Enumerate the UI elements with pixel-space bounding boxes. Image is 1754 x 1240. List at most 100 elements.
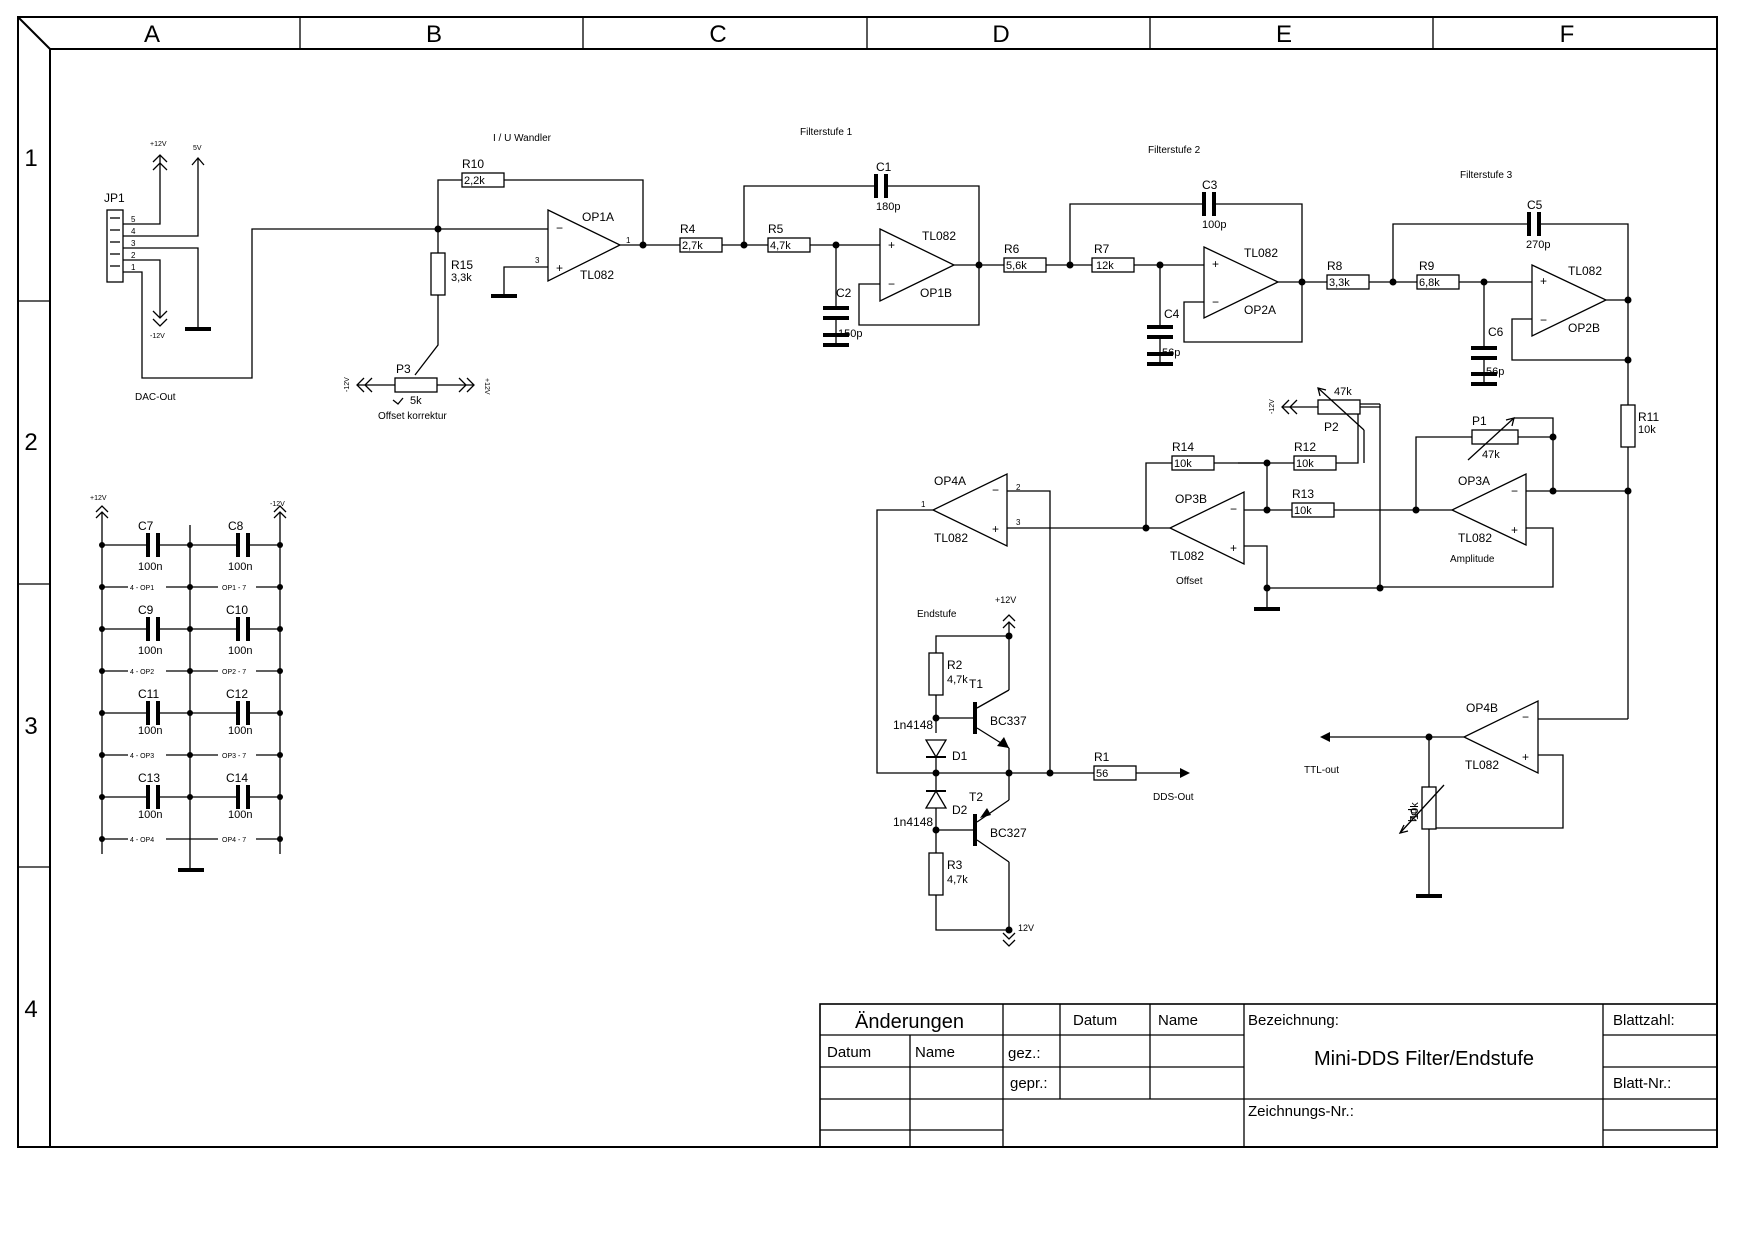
ttl-comparator-stage: − + OP4B TL082 TTL-out P4 10k (1304, 699, 1628, 898)
transistor-name: T2 (969, 790, 983, 804)
cap-name: C10 (226, 603, 248, 617)
cap-name: C5 (1527, 198, 1543, 212)
designation-title: Mini-DDS Filter/Endstufe (1314, 1048, 1534, 1070)
power-label: +12V (90, 495, 107, 502)
designation-label: Bezeichnung: (1248, 1012, 1339, 1029)
filter-stage-3: Filterstufe 3 R8 3,3k R9 6,8k C5 270p C6… (1326, 170, 1659, 719)
opamp-type: TL082 (1458, 531, 1492, 545)
opamp-name: OP3A (1458, 474, 1490, 488)
cap-value: 56p (1486, 366, 1504, 378)
decoupling-row: C13 100n C14 100n 4 - OP4 OP4 - 7 (99, 771, 283, 844)
row-label: 3 (24, 713, 37, 740)
section-note: Offset korrektur (378, 411, 447, 422)
column-label: C (709, 21, 726, 48)
svg-text:+: + (556, 261, 563, 275)
connector-name: JP1 (104, 191, 125, 205)
diode-type: 1n4148 (893, 815, 933, 829)
pot-name: P3 (396, 362, 411, 376)
diode-name: D1 (952, 749, 968, 763)
svg-text:−: − (556, 221, 563, 235)
section-note: Offset (1176, 576, 1203, 587)
resistor-value: 10k (1296, 458, 1314, 470)
resistor-value: 56 (1096, 768, 1108, 780)
cap-name: C7 (138, 519, 154, 533)
resistor-name: R6 (1004, 242, 1020, 256)
resistor-name: R4 (680, 222, 696, 236)
changes-heading: Änderungen (855, 1011, 964, 1033)
cap-name: C6 (1488, 325, 1504, 339)
pin-label: OP2 - 7 (222, 669, 246, 676)
resistor-name: R7 (1094, 242, 1110, 256)
pin-number: 3 (131, 239, 136, 248)
pot-value: 10k (1409, 802, 1421, 820)
power-label: +12V (483, 378, 490, 395)
filter-stage-2: Filterstufe 2 R6 5,6k R7 12k C3 100p C4 … (1003, 145, 1327, 366)
connector-label: DAC-Out (135, 392, 176, 403)
cap-name: C11 (138, 687, 159, 701)
cap-name: C2 (836, 286, 852, 300)
resistor-value: 12k (1096, 260, 1114, 272)
pin-number: 1 (626, 236, 631, 245)
name-column: Name (915, 1044, 955, 1061)
power-label: -12V (270, 501, 285, 508)
resistor-name: R13 (1292, 487, 1314, 501)
pot-value: 5k (410, 395, 422, 407)
resistor-value: 4,7k (947, 674, 968, 686)
resistor-value: 10k (1638, 424, 1656, 436)
decoupling-row: C9 100n C10 100n 4 - OP2 OP2 - 7 (99, 603, 283, 676)
pin-label: 4 - OP3 (130, 753, 154, 760)
power-label: 5V (193, 145, 202, 152)
column-label: A (144, 21, 160, 48)
svg-text:+: + (1212, 257, 1219, 271)
power-label: -12V (1269, 399, 1276, 414)
power-label: -12V (344, 377, 351, 392)
pin-number: 2 (1016, 483, 1021, 492)
pin-number: 5 (131, 215, 136, 224)
resistor-name: R2 (947, 658, 963, 672)
opamp-name: OP3B (1175, 492, 1207, 506)
pot-name: P4 (1405, 808, 1419, 823)
decoupling-row: C11 100n C12 100n 4 - OP3 OP3 - 7 (99, 687, 283, 760)
resistor-value: 3,3k (451, 272, 472, 284)
pot-value: 47k (1482, 449, 1500, 461)
output-label: TTL-out (1304, 765, 1339, 776)
opamp-name: OP2B (1568, 321, 1600, 335)
date-header: Datum (1073, 1012, 1117, 1029)
pin-label: 4 - OP4 (130, 837, 154, 844)
cap-name: C3 (1202, 178, 1218, 192)
cap-name: C13 (138, 771, 160, 785)
svg-text:+: + (1511, 523, 1518, 537)
resistor-name: R11 (1638, 410, 1659, 424)
svg-text:−: − (1522, 710, 1529, 724)
decoupling-caps: +12V -12V C7 100n C8 100n 4 - OP1 OP1 - … (90, 495, 287, 872)
pin-label: OP4 - 7 (222, 837, 246, 844)
cap-value: 100n (228, 561, 252, 573)
cap-name: C8 (228, 519, 244, 533)
pin-number: 3 (535, 256, 540, 265)
cap-value: 100n (138, 725, 162, 737)
svg-text:−: − (1511, 484, 1518, 498)
power-label: +12V (150, 141, 167, 148)
opamp-name: OP4B (1466, 701, 1498, 715)
section-title: Filterstufe 1 (800, 127, 853, 138)
power-label: +12V (995, 595, 1016, 605)
amplitude-stage: − + OP3A TL082 Amplitude P1 47k R13 10k (1244, 414, 1628, 588)
column-label: B (426, 21, 442, 48)
resistor-value: 10k (1174, 458, 1192, 470)
cap-value: 100p (1202, 219, 1226, 231)
opamp-name: OP2A (1244, 303, 1276, 317)
svg-text:−: − (1230, 502, 1237, 516)
output-buffer-stage: − + OP4A TL082 1 2 3 (876, 472, 1146, 774)
cap-name: C14 (226, 771, 248, 785)
sheet-count-label: Blattzahl: (1613, 1012, 1675, 1029)
svg-text:−: − (1540, 313, 1547, 327)
opamp-type: TL082 (1568, 264, 1602, 278)
cap-value: 100n (138, 809, 162, 821)
resistor-name: R14 (1172, 440, 1194, 454)
transistor-type: BC337 (990, 714, 1027, 728)
cap-value: 100n (228, 809, 252, 821)
svg-text:+: + (888, 238, 895, 252)
svg-text:+: + (1230, 541, 1237, 555)
resistor-value: 10k (1294, 505, 1312, 517)
resistor-value: 6,8k (1419, 277, 1440, 289)
